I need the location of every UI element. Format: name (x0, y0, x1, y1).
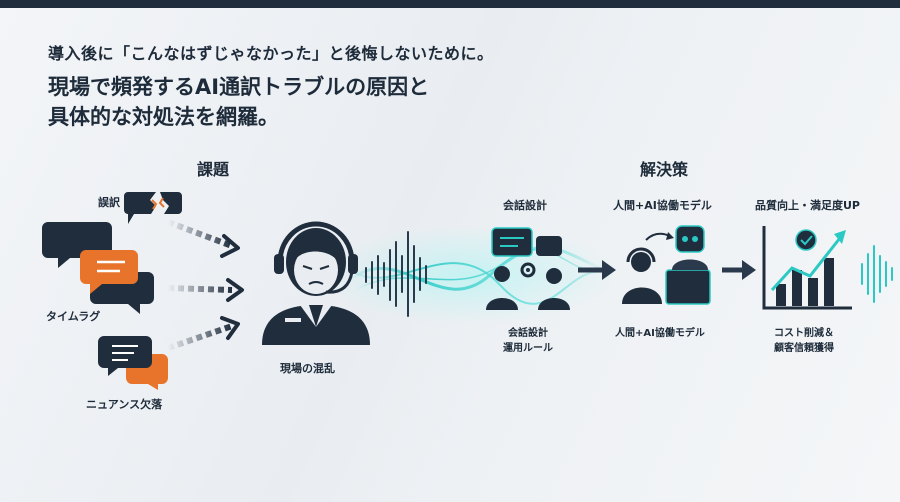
chat-bubbles-icon (42, 222, 154, 314)
broken-bubble-icon (124, 192, 182, 224)
conversation-design-icon (486, 227, 570, 310)
label-time-lag: タイムラグ (46, 310, 101, 323)
label-human-ai-bottom: 人間+AI協働モデル (615, 328, 705, 339)
sound-wave-left (365, 231, 427, 317)
nuance-bubbles-icon (98, 336, 168, 390)
headline-line-3: 具体的な対処法を網羅。 (48, 105, 279, 129)
label-nuance-loss: ニュアンス欠落 (86, 398, 163, 411)
label-conversation-design-bottom-2: 運用ルール (503, 343, 553, 354)
solution-arrow-2-icon (722, 260, 756, 280)
human-ai-icon (622, 225, 711, 305)
problem-arrows (166, 219, 234, 351)
solution-arrow-icon (578, 260, 616, 280)
sound-wave-right (861, 245, 893, 303)
arrow-heads-icon (220, 234, 244, 340)
headline: 導入後に「こんなはずじゃなかった」と後悔しないために。 現場で頻発するAI通訳ト… (48, 40, 668, 132)
label-human-ai-top: 人間+AI協働モデル (613, 199, 712, 212)
solution-section-title: 解決策 (640, 160, 689, 179)
label-mistranslation: 誤訳 (98, 196, 120, 209)
problem-section-title: 課題 (197, 160, 230, 179)
label-result-bottom-1: コスト削減＆ (774, 328, 834, 339)
top-bar (0, 0, 900, 8)
label-result-bottom: コスト削減＆ 顧客信頼獲得 (774, 326, 834, 356)
label-field-confusion: 現場の混乱 (280, 362, 335, 375)
headline-line-2: 現場で頻発するAI通訳トラブルの原因と (48, 75, 430, 99)
label-result-bottom-2: 顧客信頼獲得 (774, 343, 834, 354)
operator-headset-icon (262, 221, 370, 345)
label-conversation-design-bottom: 会話設計 運用ルール (503, 326, 553, 356)
growth-chart-icon (762, 226, 852, 310)
label-quality-top: 品質向上・満足度UP (755, 199, 860, 212)
label-conversation-design-bottom-1: 会話設計 (508, 328, 548, 339)
headline-line-1: 導入後に「こんなはずじゃなかった」と後悔しないために。 (48, 44, 494, 63)
label-conversation-design-top: 会話設計 (503, 199, 547, 212)
